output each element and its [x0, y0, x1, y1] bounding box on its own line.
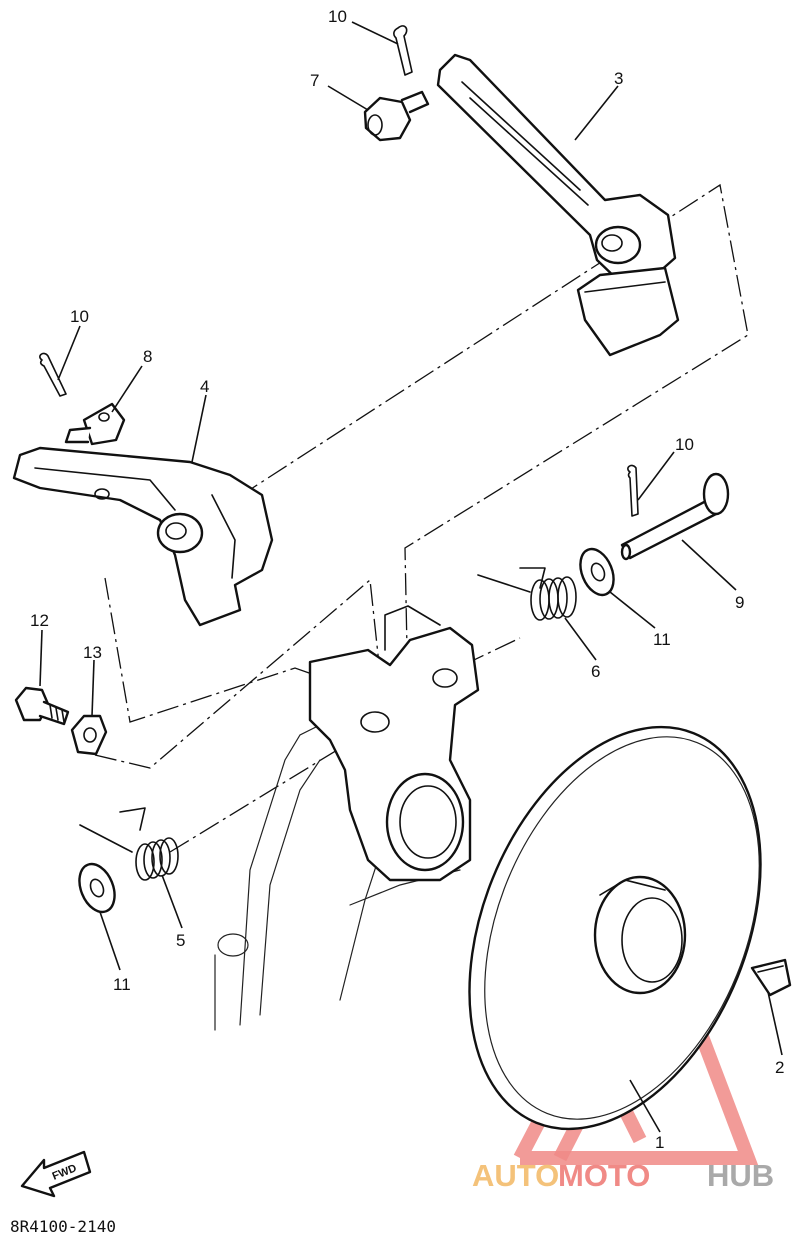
watermark-text-hub: HUB: [707, 1158, 774, 1193]
leader-lines: [39, 21, 783, 1133]
callout-10-top: 10: [328, 7, 347, 26]
cotter-pin-right: [627, 464, 639, 517]
watermark-text: AUTO MOTO HUB: [472, 1158, 774, 1193]
watermark-text-moto: MOTO: [558, 1158, 650, 1193]
washer-lower: [78, 862, 116, 914]
pivot-pin: [620, 472, 730, 561]
callout-labels: 1 2 3 4 5 6 7 8 9 10 10 10 11 11 12 13: [30, 7, 784, 1152]
callout-11-upper: 11: [653, 630, 671, 649]
callout-8: 8: [143, 347, 152, 366]
cotter-pin-left: [39, 352, 67, 397]
watermark-text-auto: AUTO: [472, 1158, 559, 1193]
mounting-bracket: [308, 605, 480, 882]
callout-11-lower: 11: [113, 975, 131, 994]
drawing-code: 8R4100-2140: [10, 1217, 116, 1236]
callout-3: 3: [614, 69, 623, 88]
callout-6: 6: [591, 662, 600, 681]
washer-upper: [579, 547, 615, 597]
rod-joint-upper: [363, 90, 430, 142]
torsion-spring-upper: [477, 567, 577, 621]
forward-direction-arrow: FWD: [20, 1150, 92, 1198]
callout-10-right: 10: [675, 435, 694, 454]
callout-9: 9: [735, 593, 744, 612]
lever-arm-lower: [12, 446, 274, 627]
rod-joint-lower: [64, 402, 126, 446]
woodruff-key: [750, 958, 792, 997]
callout-5: 5: [176, 931, 185, 950]
torsion-spring-lower: [79, 807, 179, 881]
callout-1: 1: [655, 1133, 664, 1152]
hex-nut: [70, 714, 108, 756]
hex-bolt: [14, 686, 70, 726]
callout-7: 7: [310, 71, 319, 90]
callout-4: 4: [200, 377, 209, 396]
disc-sheave: [468, 725, 762, 1131]
callout-12: 12: [30, 611, 49, 630]
callout-10-left: 10: [70, 307, 89, 326]
callout-13: 13: [83, 643, 102, 662]
callout-2: 2: [775, 1058, 784, 1077]
lever-arm-upper: [436, 53, 680, 357]
cotter-pin-top: [393, 25, 413, 76]
